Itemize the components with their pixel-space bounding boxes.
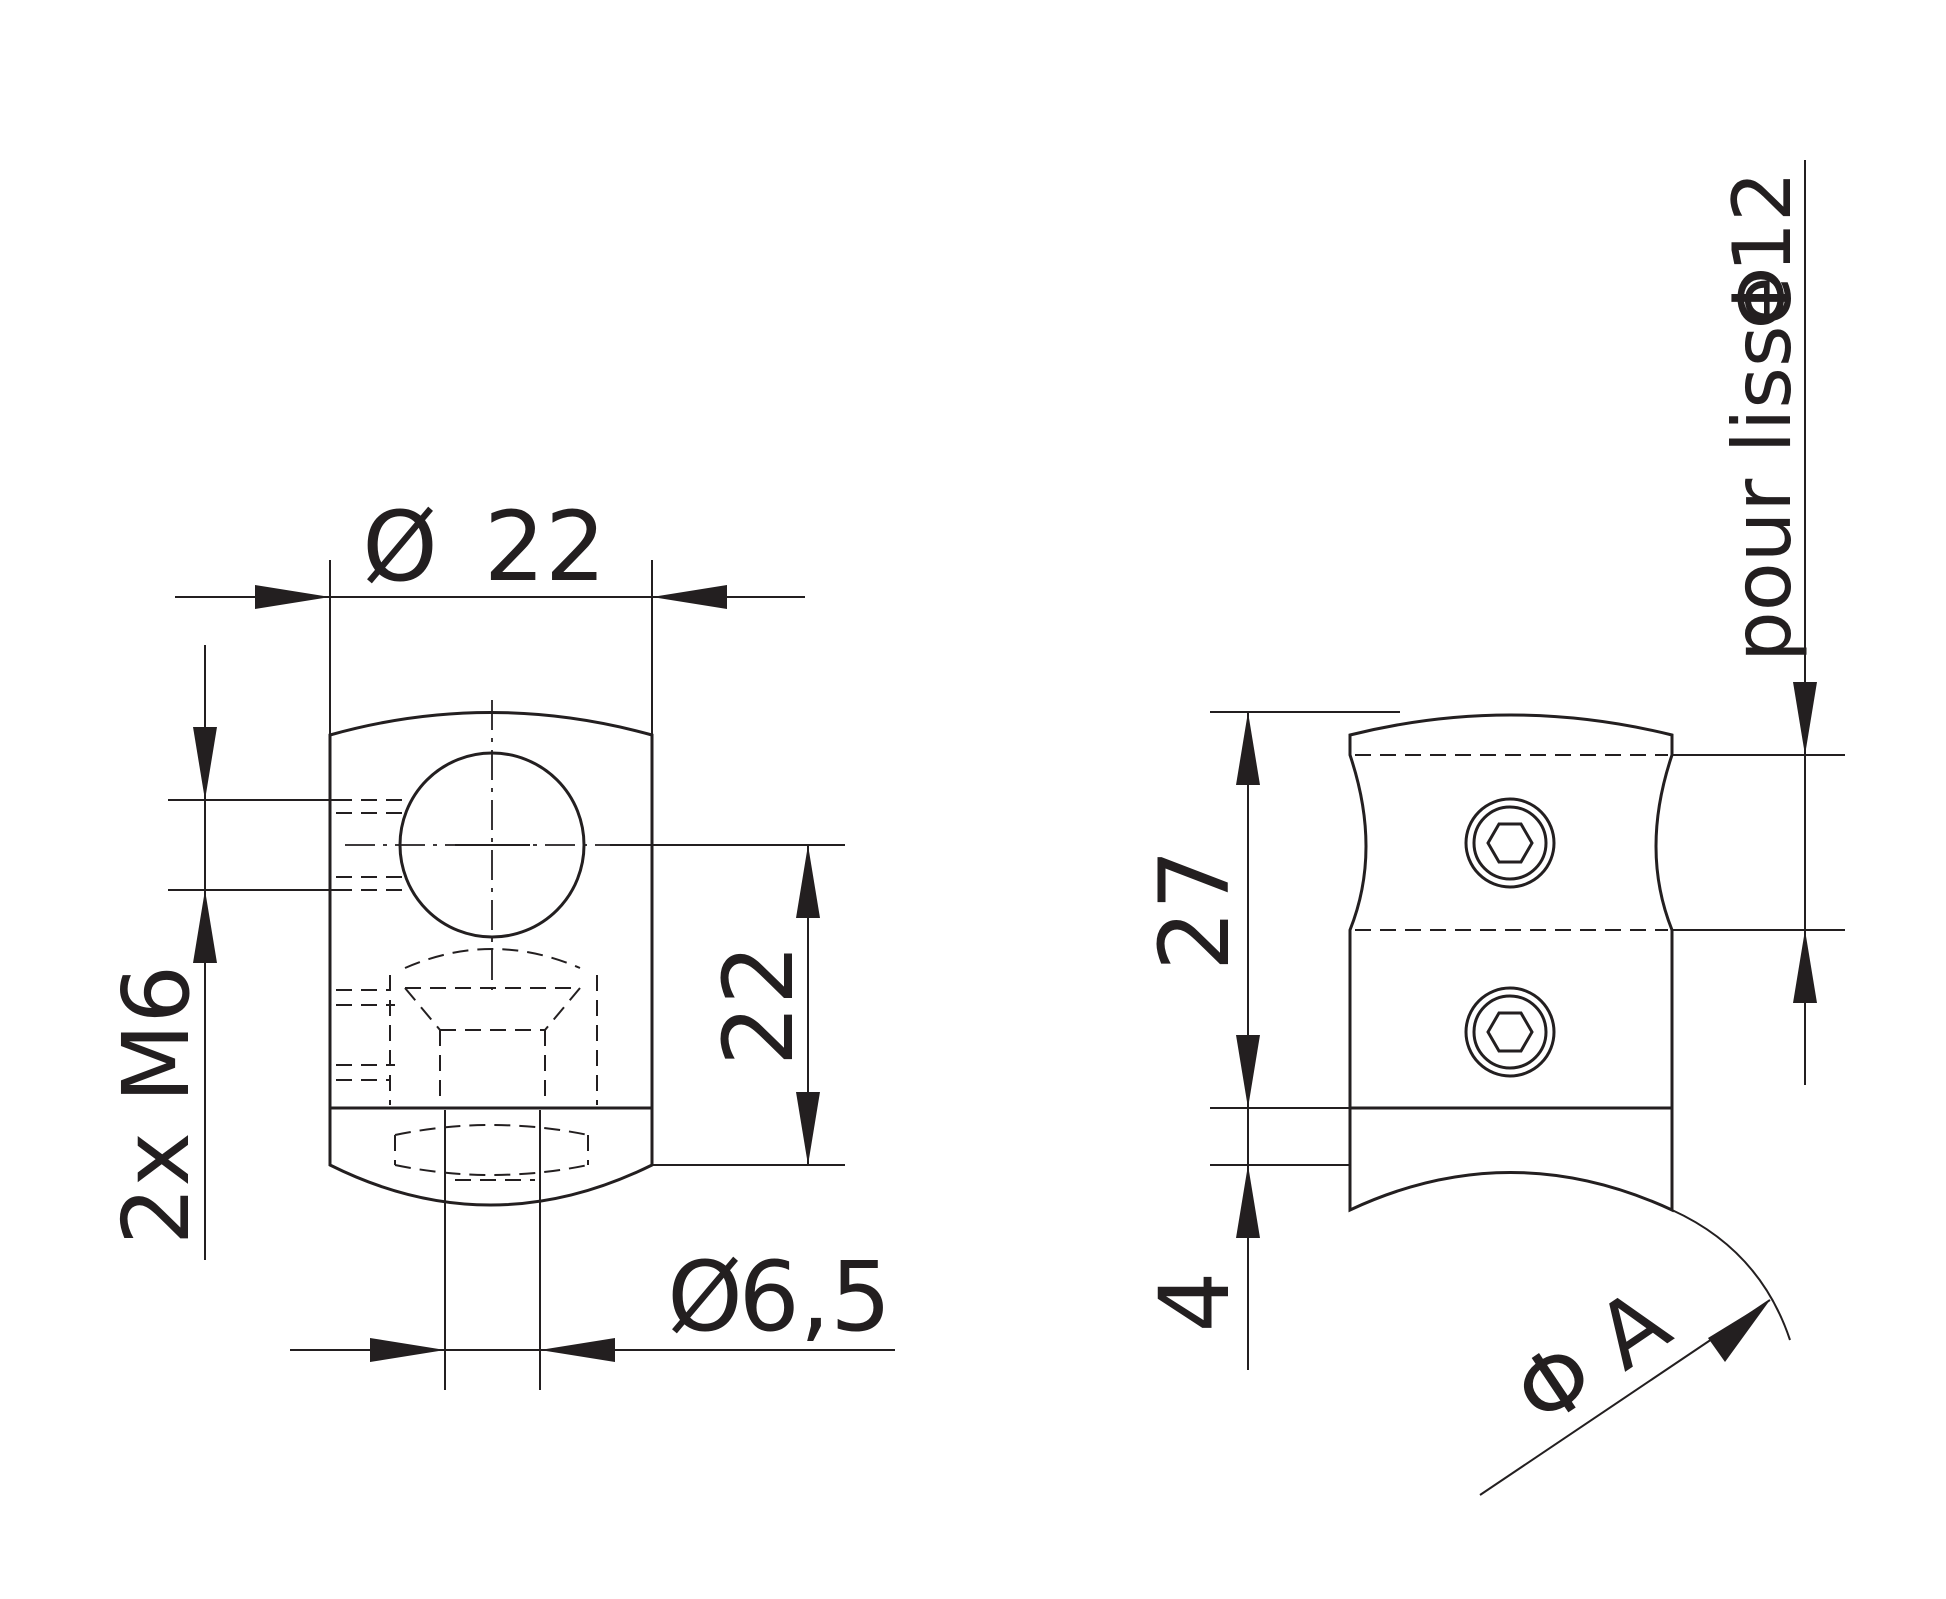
screw-lower-inner-ring (1472, 994, 1548, 1070)
side-rail-note: pour lisse (1716, 276, 1809, 662)
front-width-arrow-left (255, 585, 330, 609)
side-height-arrow-bottom (1236, 1035, 1260, 1108)
side-rail-arrow-top (1793, 682, 1817, 755)
front-width-arrow-right (652, 585, 727, 609)
front-hidden-thread-lower (336, 989, 395, 1081)
side-screw-lower (1464, 986, 1556, 1078)
screw-lower-outer-ring (1464, 986, 1556, 1078)
front-height-value: 22 (703, 944, 815, 1066)
side-thickness-value: 4 (1139, 1271, 1251, 1332)
hex-socket-lower-icon (1486, 1011, 1534, 1053)
front-view: Ø 22 22 2x M6 Ø 6,5 (103, 491, 895, 1390)
side-tube-arrow (1708, 1300, 1770, 1362)
front-hidden-counterbore (389, 948, 598, 1105)
front-hole-value: 6,5 (739, 1241, 892, 1353)
front-hole-diameter-symbol: Ø (667, 1241, 743, 1353)
side-height-value: 27 (1139, 849, 1251, 971)
side-view: 27 4 pour lisse Φ 12 Φ A (1139, 160, 1845, 1496)
side-thickness-arrow-bottom (1236, 1165, 1260, 1238)
front-width-diameter-symbol: Ø (362, 491, 438, 603)
front-width-value: 22 (484, 491, 606, 603)
front-hidden-lower-slot (394, 1124, 589, 1181)
side-rail-arrow-bottom (1793, 930, 1817, 1003)
front-height-arrow-top (796, 845, 820, 918)
side-rail-diameter-symbol: Φ (1716, 267, 1809, 330)
front-thread-arrow-top (193, 727, 217, 800)
side-tube-diameter-symbol: Φ (1496, 1321, 1613, 1448)
front-hole-arrow-right (540, 1338, 615, 1362)
front-hole-arrow-left (370, 1338, 445, 1362)
side-screw-upper (1464, 797, 1556, 889)
front-thread-arrow-bottom (193, 890, 217, 963)
screw-upper-inner-ring (1472, 805, 1548, 881)
front-thread-label: 2x M6 (103, 965, 210, 1245)
front-body-outline (328, 711, 654, 1207)
screw-upper-outer-ring (1464, 797, 1556, 889)
front-hidden-thread-upper (336, 799, 410, 891)
side-tube-arc (1671, 1209, 1791, 1341)
front-height-arrow-bottom (796, 1092, 820, 1165)
side-body-outline (1348, 713, 1674, 1213)
side-rail-diameter-value: 12 (1716, 171, 1809, 273)
side-height-arrow-top (1236, 712, 1260, 785)
side-tube-label: A (1578, 1269, 1688, 1390)
hex-socket-upper-icon (1486, 822, 1534, 864)
